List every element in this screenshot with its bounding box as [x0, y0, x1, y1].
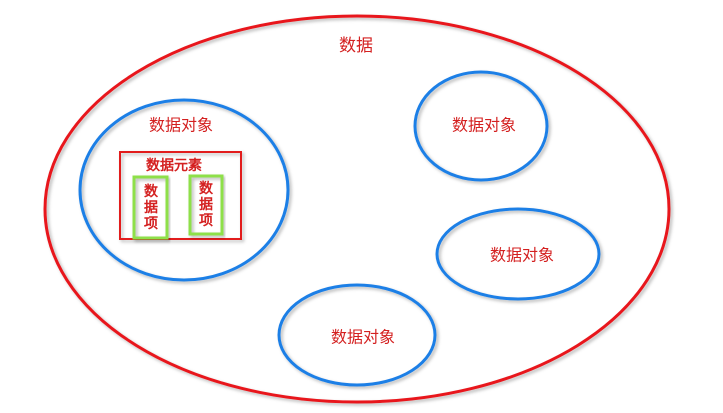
data-object-label-3: 数据对象 [490, 246, 554, 265]
data-object-ellipse-3 [435, 207, 601, 301]
data-element-label: 数据元素 [146, 157, 202, 174]
data-item-1-line-2: 据 [144, 199, 158, 216]
data-object-label-4: 数据对象 [331, 328, 395, 347]
data-item-2-line-2: 据 [199, 196, 213, 213]
data-item-box-1 [132, 175, 169, 240]
data-object-label-2: 数据对象 [452, 116, 516, 135]
data-item-box-2 [188, 174, 224, 236]
data-label: 数据 [339, 36, 373, 56]
data-element-box [119, 151, 242, 240]
data-item-1-line-1: 数 [144, 183, 159, 200]
data-item-2-line-1: 数 [199, 180, 214, 197]
data-object-ellipse-2 [413, 70, 549, 182]
data-object-ellipse-1 [78, 98, 290, 282]
data-object-ellipse-4 [277, 283, 437, 387]
data-item-2-line-3: 项 [199, 213, 213, 229]
data-ellipse [43, 14, 671, 404]
data-item-1-line-3: 项 [144, 216, 158, 232]
data-object-label-1: 数据对象 [149, 116, 213, 135]
